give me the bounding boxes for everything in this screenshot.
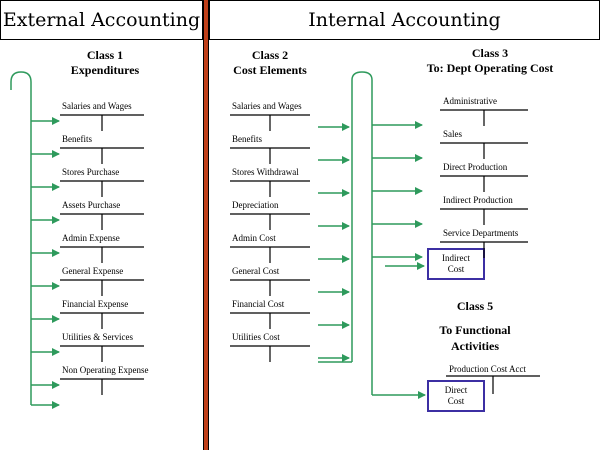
class1-item-label: Non Operating Expense (62, 365, 149, 375)
class1-item-label: Admin Expense (62, 233, 120, 243)
class1-item-label: Salaries and Wages (62, 101, 132, 111)
class5-item-label: Production Cost Acct (449, 364, 526, 374)
class5-title: Class 5 To Functional Activities (420, 298, 530, 354)
class2-item-label: Utilities Cost (232, 332, 280, 342)
class2-item-label: Benefits (232, 134, 262, 144)
class3-item-label: Administrative (443, 96, 497, 106)
class3-title: Class 3 To: Dept Operating Cost (400, 46, 580, 76)
indirect-cost-line-2: Cost (447, 264, 465, 274)
class1-subtitle-line: Expenditures (70, 63, 140, 77)
class3-subtitle-line: To: Dept Operating Cost (426, 61, 554, 75)
class5-subtitle-line-2: Activities (451, 339, 499, 353)
class1-title-line: Class 1 (86, 48, 124, 62)
class2-item-label: Financial Cost (232, 299, 285, 309)
class3-item-label: Sales (443, 129, 462, 139)
class1-item-label: Assets Purchase (62, 200, 121, 210)
class2-title: Class 2 Cost Elements (215, 48, 325, 78)
class1-item-label: Benefits (62, 134, 92, 144)
class1-item-label: General Expense (62, 266, 124, 276)
class3-item-label: Indirect Production (443, 195, 513, 205)
section-divider (203, 0, 209, 450)
class1-feed-line (10, 71, 32, 405)
class1-item-label: Stores Purchase (62, 167, 120, 177)
indirect-cost-line-1: Indirect (442, 253, 470, 263)
class2-title-line: Class 2 (251, 48, 289, 62)
external-accounting-header: External Accounting (0, 0, 203, 40)
class3-item-label: Service Departments (443, 228, 519, 238)
class1-item-label: Financial Expense (62, 299, 129, 309)
direct-cost-line-1: Direct (444, 385, 468, 395)
class2-feed-line (351, 71, 373, 395)
class2-item-label: Admin Cost (232, 233, 276, 243)
class2-item-label: Stores Withdrawal (232, 167, 299, 177)
class2-item-label: General Cost (232, 266, 280, 276)
class5-title-line: Class 5 (456, 299, 494, 313)
class3-item-label: Direct Production (443, 162, 508, 172)
class3-title-line: Class 3 (471, 46, 509, 60)
class2-subtitle-line: Cost Elements (233, 63, 307, 77)
class2-item-label: Depreciation (232, 200, 279, 210)
class1-title: Class 1 Expenditures (50, 48, 160, 78)
direct-cost-line-2: Cost (447, 396, 465, 406)
indirect-cost-box: Indirect Cost (427, 248, 485, 280)
class5-subtitle-line-1: To Functional (439, 323, 511, 337)
class1-item-label: Utilities & Services (62, 332, 133, 342)
direct-cost-box: Direct Cost (427, 380, 485, 412)
class2-item-label: Salaries and Wages (232, 101, 302, 111)
